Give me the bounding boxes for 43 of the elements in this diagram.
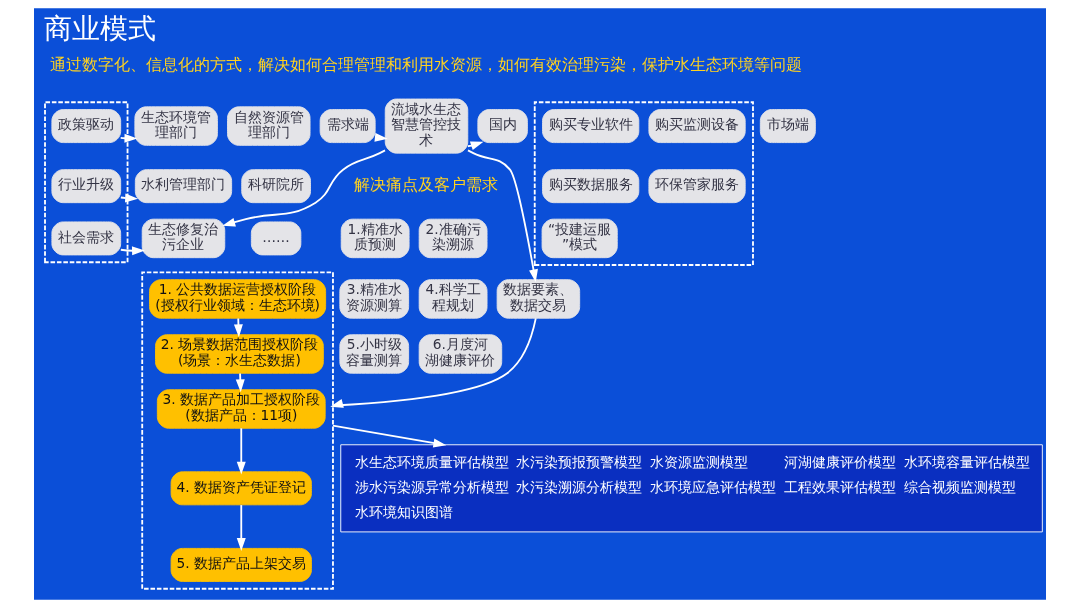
node-box: 环保管家服务 xyxy=(648,169,746,204)
node-box: 市场端 xyxy=(759,109,816,144)
node-box: 2.准确污染溯源 xyxy=(418,218,488,259)
node-box: 水生态环境质量评估模型 水污染预报预警模型 水资源监测模型 河湖健康评价模型 水环境容量评估模型 涉水污染源异常分析模型 水污染溯源分析模型 水环境应急评估模型 工程效果评估模型 综合视频监测模型 水环境知识图谱 xyxy=(340,444,1043,533)
node-box: “投建运服”模式 xyxy=(541,218,618,259)
node-box: 国内 xyxy=(477,109,528,144)
arrow xyxy=(222,149,386,227)
node-box: 购买专业软件 xyxy=(542,109,640,144)
node-box: 购买监测设备 xyxy=(648,109,746,144)
node-box: 4. 数据资产凭证登记 xyxy=(170,471,312,506)
label: 解决痛点及客户需求 xyxy=(354,175,499,194)
node-box: 科研院所 xyxy=(241,169,311,204)
arrow xyxy=(233,317,243,338)
node-box: 行业升级 xyxy=(51,169,122,204)
arrow xyxy=(332,424,447,448)
node-box: 3.精准水资源测算 xyxy=(339,279,410,319)
cluster xyxy=(533,101,754,266)
node-box: 数据要素、数据交易 xyxy=(496,279,581,319)
node-box: 流域水生态智慧管控技术 xyxy=(384,98,469,154)
node-box: 5. 数据产品上架交易 xyxy=(170,547,312,582)
cluster xyxy=(141,271,334,590)
node-box: …… xyxy=(250,221,302,256)
arrow xyxy=(467,149,538,283)
arrow xyxy=(236,427,246,475)
node-box: 2. 场景数据范围授权阶段 (场景：水生态数据) xyxy=(155,334,324,374)
node-box: 生态修复治污企业 xyxy=(141,218,226,259)
node-box: 3. 数据产品加工授权阶段 (数据产品：11项) xyxy=(156,389,326,429)
diagram-title: 商业模式 xyxy=(44,11,157,44)
node-box: 自然资源管理部门 xyxy=(227,106,311,146)
arrow xyxy=(235,372,245,393)
arrow xyxy=(330,317,537,408)
node-box: 1.精准水质预测 xyxy=(340,218,410,259)
node-box: 政策驱动 xyxy=(51,109,122,144)
node-box: 生态环境管理部门 xyxy=(134,106,218,146)
node-box: 水利管理部门 xyxy=(134,169,233,204)
label: 通过数字化、信息化的方式，解决如何合理管理和利用水资源，如何有效治理污染，保护水生态环境等问题 xyxy=(50,55,803,74)
node-box: 6.月度河湖健康评价 xyxy=(418,334,503,374)
node-box: 4.科学工程规划 xyxy=(418,279,488,319)
node-box: 1. 公共数据运营授权阶段 (授权行业领域：生态环境) xyxy=(149,279,327,319)
node-box: 社会需求 xyxy=(51,221,122,256)
node-box: 购买数据服务 xyxy=(542,169,640,204)
node-box: 5.小时级容量测算 xyxy=(339,334,410,374)
arrow xyxy=(236,504,246,551)
